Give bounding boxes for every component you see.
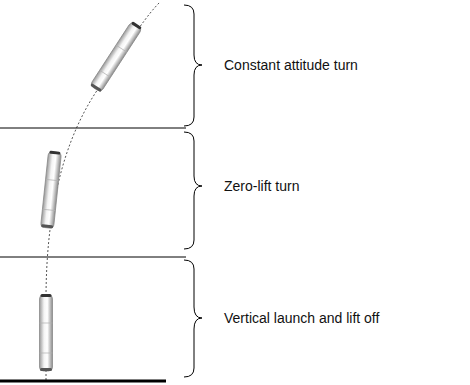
phase-label: Constant attitude turn [224, 57, 358, 74]
bracket [184, 5, 202, 126]
ground-line [0, 380, 166, 383]
phase-divider [0, 128, 186, 129]
phase-label: Zero-lift turn [224, 178, 299, 195]
trajectory-line [46, 2, 160, 380]
bracket [184, 260, 202, 377]
rocket [40, 294, 53, 371]
rocket [90, 21, 143, 93]
bracket [184, 132, 202, 249]
rocket [41, 151, 62, 229]
phase-label: Vertical launch and lift off [224, 310, 379, 327]
phase-divider [0, 257, 186, 258]
